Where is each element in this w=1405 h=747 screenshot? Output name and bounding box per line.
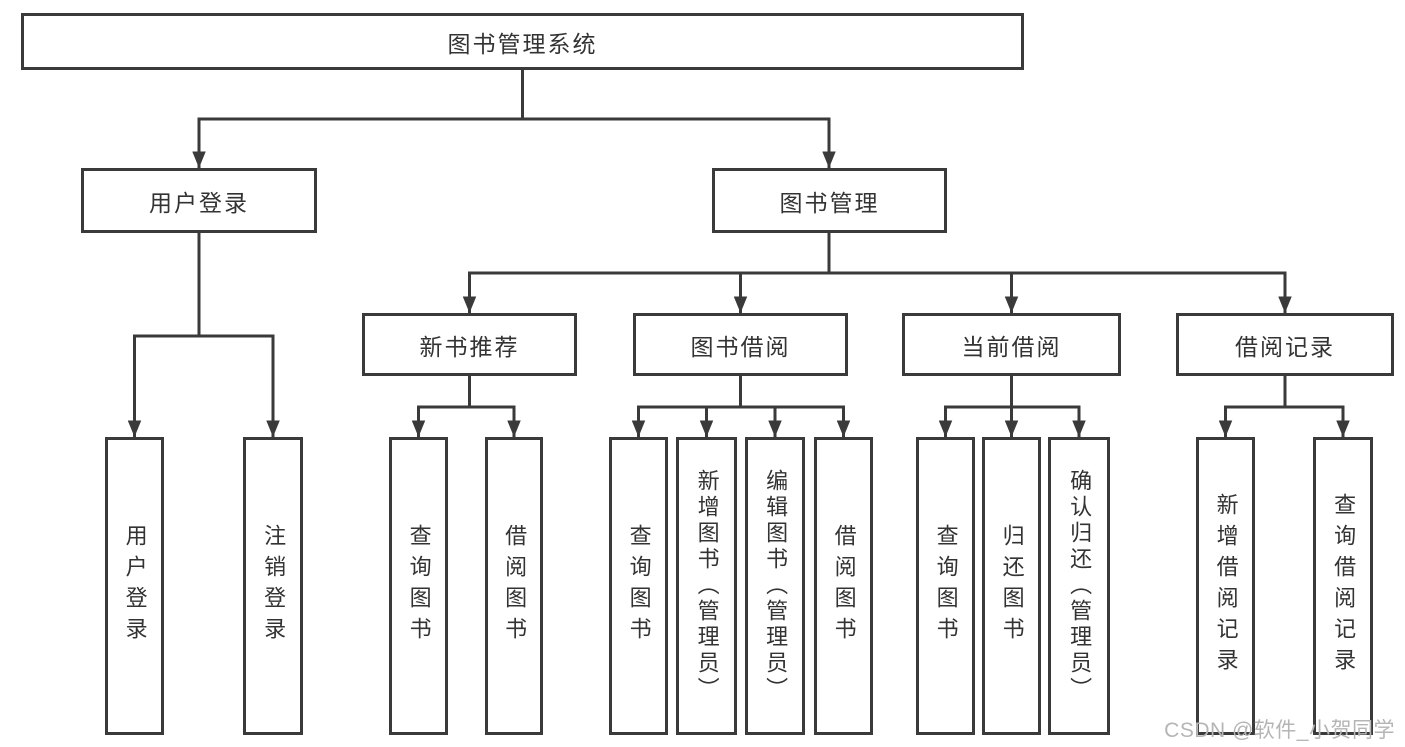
leaf-add-borrow-record: 新增借阅记录: [1196, 437, 1255, 735]
node-book-borrow: 图书借阅: [633, 313, 848, 376]
leaf-query-books-2: 查询图书: [609, 437, 668, 735]
node-user-login: 用户登录: [81, 168, 317, 233]
leaf-query-borrow-record: 查询借阅记录: [1313, 437, 1373, 735]
leaf-return-book: 归还图书: [982, 437, 1041, 735]
leaf-user-login: 用户登录: [105, 437, 164, 735]
leaf-borrow-books-1: 借阅图书: [485, 437, 543, 735]
node-current-borrow: 当前借阅: [902, 313, 1121, 376]
leaf-confirm-return-admin: 确认归还（管理员）: [1048, 437, 1110, 735]
node-new-book-recommend: 新书推荐: [362, 313, 577, 376]
node-root: 图书管理系统: [21, 13, 1024, 70]
leaf-query-books-1: 查询图书: [389, 437, 448, 735]
leaf-logout: 注销登录: [243, 437, 303, 735]
node-book-management: 图书管理: [712, 168, 947, 233]
leaf-query-books-3: 查询图书: [916, 437, 975, 735]
node-borrow-records: 借阅记录: [1176, 313, 1394, 376]
csdn-watermark: CSDN @软件_小贺同学: [1164, 719, 1395, 742]
leaf-borrow-books-2: 借阅图书: [814, 437, 873, 735]
leaf-add-book-admin: 新增图书（管理员）: [676, 437, 737, 735]
leaf-edit-book-admin: 编辑图书（管理员）: [745, 437, 805, 735]
